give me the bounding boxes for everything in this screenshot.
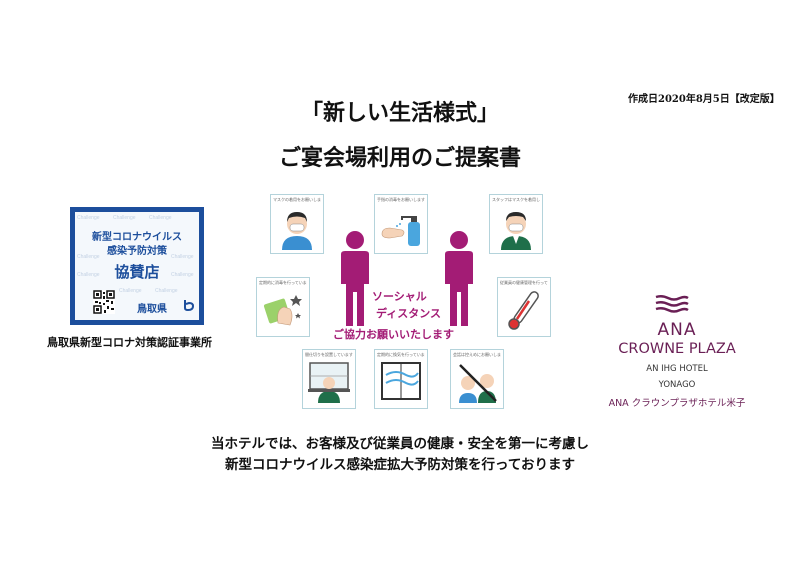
window-ventilation-icon — [381, 362, 421, 400]
badge-watermark: Challenge — [171, 272, 194, 278]
hand-sanitizer-icon — [381, 216, 420, 246]
title-line-1: 「新しい生活様式」 — [300, 100, 499, 126]
crowne-plaza-logo-icon — [655, 294, 689, 313]
mask-person-icon — [282, 212, 312, 250]
cleaning-icon — [263, 295, 302, 326]
badge-watermark: Challenge — [113, 215, 136, 221]
card-temperature: 従業員の健康管理を行っています — [497, 277, 551, 337]
card-ventilation: 定期的に換気を行っています — [374, 349, 428, 409]
badge-watermark: Challenge — [77, 215, 100, 221]
logo-city: YONAGO — [658, 380, 696, 390]
badge-line-1: 新型コロナウイルス — [92, 232, 182, 243]
card-staff-mask: スタッフはマスクを着用しています — [489, 194, 543, 254]
certification-badge: Challenge Challenge Challenge Challenge … — [70, 207, 204, 325]
title-line-2: ご宴会場利用のご提案書 — [278, 145, 521, 171]
card-partition: 間仕切りを設置しています — [302, 349, 356, 409]
footer-line-1: 当ホテルでは、お客様及び従業員の健康・安全を第一に考慮し — [211, 436, 589, 452]
card-no-talk: 会話は控えめにお願いします — [450, 349, 504, 409]
badge-line-3: 協賛店 — [114, 263, 160, 281]
logo-japanese-name: ANA クラウンプラザホテル米子 — [608, 398, 746, 409]
partition-icon — [308, 362, 350, 403]
qr-code-icon — [93, 290, 115, 314]
badge-watermark: Challenge — [149, 215, 172, 221]
prefecture-mark-icon — [184, 300, 195, 311]
cooperation-request: ご協力お願いいたします — [333, 328, 454, 341]
social-distance-label-1: ソーシャル — [372, 290, 427, 303]
badge-watermark: Challenge — [77, 254, 100, 260]
badge-watermark: Challenge — [171, 254, 194, 260]
badge-watermark: Challenge — [119, 288, 142, 294]
card-cleaning: 定期的に消毒を行っています — [256, 277, 310, 337]
badge-caption: 鳥取県新型コロナ対策認証事業所 — [47, 336, 212, 349]
logo-ihg: AN IHG HOTEL — [646, 364, 708, 374]
social-distance-label-2: ディスタンス — [376, 307, 442, 320]
badge-prefecture: 鳥取県 — [137, 304, 167, 315]
person-figure-left-icon — [341, 231, 369, 326]
logo-name-ana: ANA — [657, 320, 697, 340]
card-sanitize: 手指の消毒をお願いします — [374, 194, 428, 254]
badge-watermark: Challenge — [155, 288, 178, 294]
badge-watermark: Challenge — [77, 272, 100, 278]
badge-line-2: 感染予防対策 — [107, 246, 167, 257]
card-mask: マスクの着用をお願いします — [270, 194, 324, 254]
person-figure-right-icon — [445, 231, 473, 326]
staff-person-icon — [501, 212, 531, 250]
logo-name-crowne-plaza: CROWNE PLAZA — [618, 341, 736, 357]
thermometer-icon — [508, 291, 539, 330]
footer-line-2: 新型コロナウイルス感染症拡大予防対策を行っております — [225, 457, 575, 473]
date-stamp: 作成日2020年8月5日【改定版】 — [628, 94, 780, 105]
no-talking-icon — [459, 364, 497, 403]
